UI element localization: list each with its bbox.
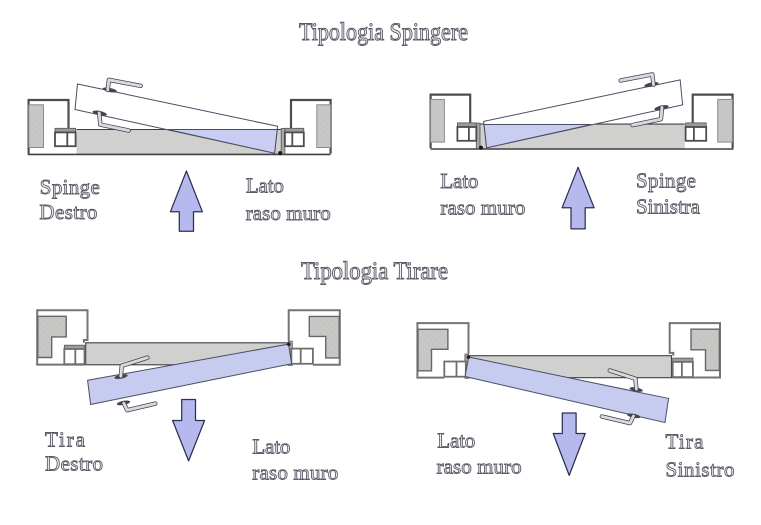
- svg-text:Spinge: Spinge: [636, 169, 696, 193]
- svg-text:Sinistro: Sinistro: [666, 457, 735, 481]
- svg-text:Lato: Lato: [252, 434, 290, 458]
- svg-text:Tipologia Tirare: Tipologia Tirare: [301, 258, 448, 285]
- svg-text:raso muro: raso muro: [437, 455, 522, 479]
- svg-text:Spinge: Spinge: [40, 175, 100, 199]
- svg-text:Destro: Destro: [45, 452, 103, 476]
- svg-text:raso muro: raso muro: [252, 461, 338, 485]
- svg-text:Sinistra: Sinistra: [636, 194, 701, 218]
- svg-text:Lato: Lato: [440, 169, 478, 193]
- svg-text:Destro: Destro: [39, 200, 97, 224]
- svg-text:Lato: Lato: [437, 429, 475, 453]
- svg-text:Tipologia Spingere: Tipologia Spingere: [299, 19, 468, 46]
- svg-text:raso muro: raso muro: [246, 201, 331, 225]
- svg-text:Lato: Lato: [246, 174, 284, 198]
- svg-text:raso muro: raso muro: [440, 196, 525, 220]
